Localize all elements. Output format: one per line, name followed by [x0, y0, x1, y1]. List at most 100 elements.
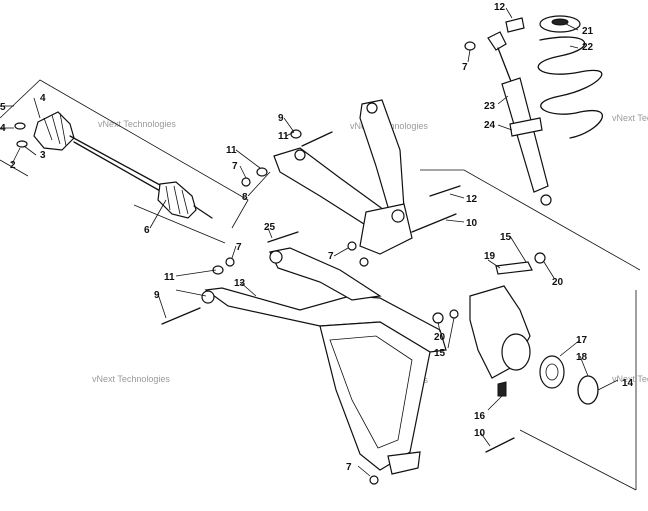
knuckle-box-bottom — [519, 429, 637, 491]
callout-15-bushing-lower: 15 — [434, 348, 446, 359]
knuckle-spacer-19 — [495, 261, 533, 275]
upper-arm-ball-joint — [391, 209, 405, 223]
callout-13-lower-a-arm: 13 — [234, 278, 246, 289]
callout-20-washer-upper: 20 — [552, 277, 564, 288]
axle-bracket-box — [0, 79, 249, 229]
callout-9-lower-bolt: 9 — [154, 290, 160, 301]
bushing-15-lower — [449, 309, 459, 319]
callout-22-coil-spring: 22 — [582, 42, 594, 53]
shock-bolt-12 — [505, 17, 525, 33]
outer-boot-ribs — [165, 185, 189, 215]
snap-ring — [577, 375, 599, 405]
callout-labels: 12 21 22 7 23 24 5 4 4 3 2 6 9 11 11 7 8… — [0, 2, 634, 473]
lower-arm-rear-tube — [269, 247, 382, 301]
boot-clamp-small — [14, 122, 26, 130]
callout-12-shock-bolt: 12 — [494, 2, 506, 13]
fasteners — [161, 129, 515, 485]
knuckle-assembly — [420, 169, 641, 491]
bolt-9-lower — [161, 307, 201, 325]
upper-a-arm — [273, 99, 413, 255]
lower-arm-gusset-inner — [329, 335, 413, 449]
callout-18-snap-ring: 18 — [576, 352, 588, 363]
grease-fitting-16 — [497, 381, 507, 397]
axle-shaft — [69, 135, 161, 186]
callout-5-clamp: 5 — [0, 102, 6, 113]
callout-6-drive-axle: 6 — [144, 225, 150, 236]
shock-top-nut — [464, 41, 476, 51]
knuckle-bearing-bore — [501, 333, 531, 371]
upper-arm-rear-bushing — [366, 102, 378, 114]
callout-7-lower-nut-a: 7 — [236, 242, 242, 253]
callout-15-bushing-upper: 15 — [500, 232, 512, 243]
callout-3-clamp: 3 — [40, 150, 46, 161]
boot-clamp-large — [16, 140, 28, 148]
washer-20-lower — [432, 312, 444, 324]
callout-10-upper-bolt: 10 — [466, 218, 478, 229]
washer-11-b — [256, 167, 268, 177]
lower-arm-shock-mount — [387, 451, 421, 475]
shock-lower-eye — [540, 194, 552, 206]
lower-arm-gusset-plate — [319, 321, 431, 471]
shock-upper-eye — [487, 31, 507, 51]
callout-20-washer-lower: 20 — [434, 332, 446, 343]
spring-lower-seat — [509, 117, 543, 137]
lower-arm-rear-bushing — [269, 250, 283, 264]
nut-7-d — [347, 241, 357, 251]
nut-7-b — [241, 177, 251, 187]
callout-16-grease-fitting: 16 — [474, 411, 486, 422]
callout-12-arm-bolt: 12 — [466, 194, 478, 205]
watermark-3: vNext Technologies — [612, 113, 648, 123]
callout-10-lower-bolt: 10 — [474, 428, 486, 439]
bolt-12-arm — [429, 185, 461, 197]
callout-7-shock-nut: 7 — [462, 62, 468, 73]
callout-8-upper-a-arm: 8 — [242, 192, 248, 203]
inner-boot-ribs — [43, 112, 67, 147]
callout-11-lower-washer: 11 — [164, 272, 175, 283]
axle-box-bottom — [133, 204, 226, 244]
washer-20-upper — [534, 252, 546, 264]
callout-14-knuckle: 14 — [622, 378, 634, 389]
callout-25-pivot-bolt: 25 — [264, 222, 276, 233]
wheel-bearing — [539, 355, 565, 389]
callout-19-spacer: 19 — [484, 251, 496, 262]
coil-spring — [537, 36, 603, 139]
drive-axle-assembly — [0, 79, 249, 244]
lower-a-arm — [201, 247, 447, 475]
callout-7-shock-mount-nut: 7 — [346, 462, 352, 473]
watermark-1: vNext Technologies — [98, 119, 176, 129]
pivot-bolt-25 — [267, 231, 299, 243]
leader-lines — [0, 7, 619, 477]
axle-spline-stub — [193, 205, 213, 219]
nut-7-d2 — [359, 257, 369, 267]
upper-arm-front-bushing — [294, 149, 306, 161]
callout-24-spring-seat: 24 — [484, 120, 496, 131]
watermark-6: vNext Technologies — [612, 374, 648, 384]
spring-retainer-hole — [551, 18, 569, 26]
wheel-bearing-inner-race — [545, 363, 559, 381]
callout-4-boot-lower: 4 — [0, 123, 6, 134]
lower-arm-front-bushing — [201, 290, 215, 304]
knuckle-box-top — [420, 169, 641, 271]
nut-7-c — [225, 257, 235, 267]
shock-body — [501, 77, 549, 193]
washer-11-a — [290, 129, 302, 139]
nut-7-e — [369, 475, 379, 485]
axle-box-lower — [0, 159, 29, 177]
callout-4-boot-upper: 4 — [40, 93, 46, 104]
axle-shaft-lower — [73, 141, 163, 193]
callout-7-upper-nut: 7 — [232, 161, 238, 172]
bolt-9-upper — [301, 131, 333, 147]
washer-11-c — [212, 265, 224, 275]
lower-arm-front-tube — [204, 287, 447, 353]
callout-21-spring-retainer: 21 — [582, 26, 594, 37]
callout-23-shock-body: 23 — [484, 101, 496, 112]
shock-absorber-assembly — [464, 15, 603, 206]
bolt-10-lower — [485, 437, 515, 453]
upper-arm-ball-joint-mount — [359, 203, 413, 255]
callout-11-upper-washer-b: 11 — [226, 145, 237, 156]
callout-7-lower-nut-b: 7 — [328, 251, 334, 262]
callout-9-upper-bolt: 9 — [278, 113, 284, 124]
callout-17-bearing: 17 — [576, 335, 588, 346]
callout-11-upper-washer-a: 11 — [278, 131, 289, 142]
